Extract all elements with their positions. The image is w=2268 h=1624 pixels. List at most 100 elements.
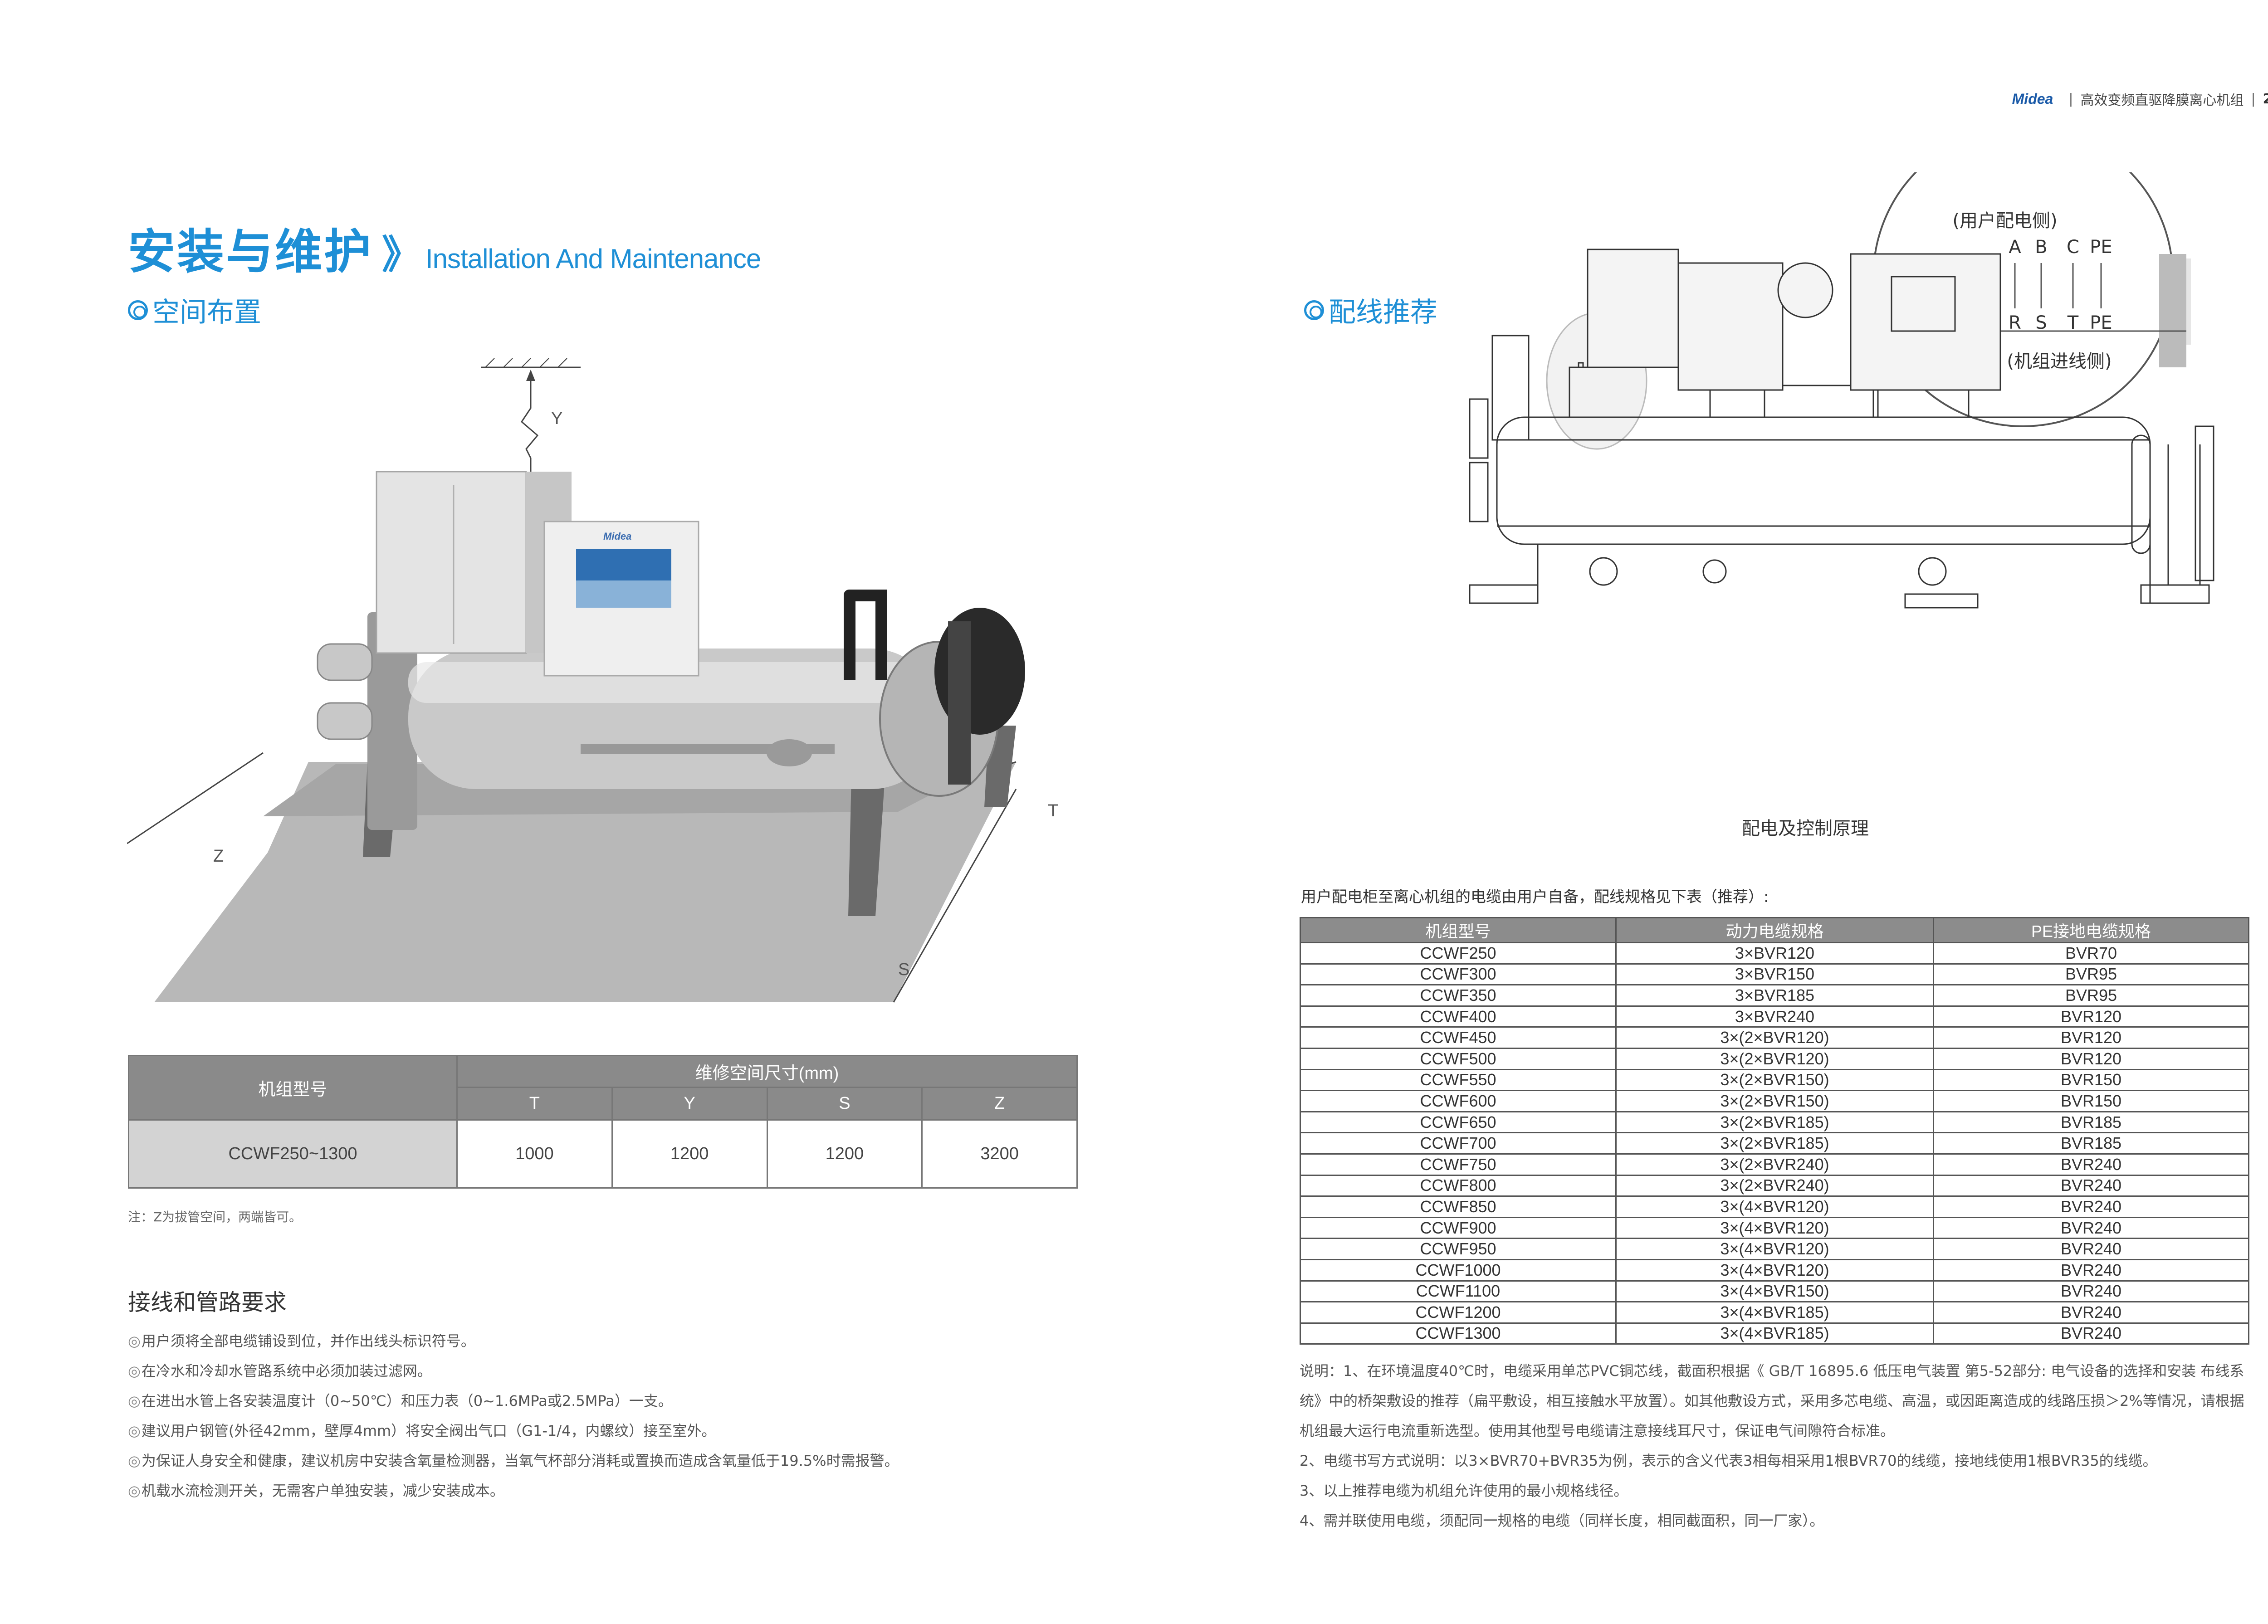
chiller-drawing (1469, 335, 2214, 609)
wiring-notes: 说明：1、在环境温度40℃时，电缆采用单芯PVC铜芯线，截面积根据《 GB/T … (1300, 1356, 2249, 1536)
table-value-z: 3200 (921, 1119, 1078, 1189)
section-title: 空间布置 (152, 297, 261, 328)
note-3: 3、以上推荐电缆为机组允许使用的最小规格线径。 (1300, 1482, 1628, 1499)
zoom-top-caption: (用户配电侧) (1952, 210, 2057, 231)
svg-text:C: C (2067, 237, 2079, 258)
cell-model: CCWF900 (1300, 1216, 1617, 1239)
ceiling-hatch (485, 358, 567, 368)
requirements-title: 接线和管路要求 (128, 1289, 287, 1316)
cell-power: 3×(2×BVR150) (1615, 1068, 1934, 1092)
svg-text:R: R (2009, 312, 2021, 333)
section-bullet-icon (128, 300, 148, 320)
cell-model: CCWF1000 (1300, 1258, 1617, 1282)
cell-pe: BVR240 (1933, 1258, 2249, 1282)
cell-pe: BVR240 (1933, 1238, 2249, 1260)
t-label: T (1048, 801, 1058, 820)
page-title: 安装与维护 》 Installation And Maintenance (128, 213, 761, 282)
svg-text:A: A (2009, 237, 2021, 258)
z-label: Z (213, 847, 224, 866)
cell-power: 3×BVR185 (1615, 984, 1934, 1007)
list-item: 在进出水管上各安装温度计（0~50℃）和压力表（0~1.6MPa或2.5MPa）… (128, 1386, 1126, 1416)
svg-text:Midea: Midea (603, 531, 631, 542)
section-space-layout: 空间布置 (128, 290, 261, 330)
space-table: 机组型号 维修空间尺寸(mm) T Y S Z CCWF250~1300 100… (128, 1055, 1078, 1189)
section-bullet-icon (1304, 300, 1324, 320)
note-2: 2、电缆书写方式说明：以3×BVR70+BVR35为例，表示的含义代表3相每相采… (1300, 1452, 2157, 1469)
cell-pe: BVR95 (1933, 984, 2249, 1007)
section-title: 配线推荐 (1329, 297, 1437, 328)
table-value-y: 1200 (611, 1119, 768, 1189)
cell-power: 3×(4×BVR120) (1615, 1258, 1934, 1282)
requirements-list: 用户须将全部电缆铺设到位，并作出线头标识符号。 在冷水和冷却水管路系统中必须加装… (128, 1326, 1126, 1506)
cell-pe: BVR70 (1933, 942, 2249, 965)
list-item: 在冷水和冷却水管路系统中必须加装过滤网。 (128, 1356, 1126, 1386)
section-wiring: 配线推荐 (1304, 290, 1437, 330)
table-header-z: Z (921, 1087, 1078, 1121)
cell-pe: BVR240 (1933, 1174, 2249, 1197)
cell-pe: BVR240 (1933, 1195, 2249, 1218)
z-dim-line (127, 752, 264, 844)
page-header: Midea | 高效变频直驱降膜离心机组 | 23/24 (2012, 89, 2268, 109)
cell-power: 3×BVR240 (1615, 1005, 1934, 1028)
note-4: 4、需并联使用电缆，须配同一规格的电缆（同样长度，相同截面积，同一厂家）。 (1300, 1512, 1824, 1529)
svg-text:T: T (2067, 312, 2079, 333)
svg-text:S: S (2035, 312, 2047, 333)
table-value-s: 1200 (766, 1119, 923, 1189)
wiring-header-model: 机组型号 (1300, 917, 1617, 943)
cell-model: CCWF950 (1300, 1238, 1617, 1260)
svg-text:PE: PE (2090, 237, 2112, 258)
cell-power: 3×(2×BVR120) (1615, 1047, 1934, 1070)
cell-power: 3×(2×BVR120) (1615, 1026, 1934, 1049)
cell-pe: BVR150 (1933, 1068, 2249, 1092)
cell-model: CCWF450 (1300, 1026, 1617, 1049)
cell-model: CCWF850 (1300, 1195, 1617, 1218)
header-subtitle: 高效变频直驱降膜离心机组 (2080, 93, 2244, 108)
drawing-panel-2 (1677, 262, 1784, 391)
cell-pe: BVR95 (1933, 963, 2249, 986)
cell-model: CCWF350 (1300, 984, 1617, 1007)
table-header-group: 维修空间尺寸(mm) (456, 1055, 1078, 1088)
cell-power: 3×(2×BVR185) (1615, 1111, 1934, 1134)
cell-model: CCWF650 (1300, 1111, 1617, 1134)
cell-pe: BVR120 (1933, 1005, 2249, 1028)
y-label: Y (551, 409, 562, 428)
list-item: 机载水流检测开关，无需客户单独安装，减少安装成本。 (128, 1476, 1126, 1506)
cell-pe: BVR120 (1933, 1047, 2249, 1070)
table-header-model: 机组型号 (128, 1055, 458, 1121)
cell-pe: BVR185 (1933, 1132, 2249, 1155)
list-item: 用户须将全部电缆铺设到位，并作出线头标识符号。 (128, 1326, 1126, 1356)
cell-pe: BVR120 (1933, 1026, 2249, 1049)
s-dim-line (893, 789, 1017, 1003)
space-layout-figure: Z T S Y Midea (127, 358, 1058, 1003)
table-model-cell: CCWF250~1300 (128, 1119, 458, 1189)
cell-pe: BVR150 (1933, 1090, 2249, 1112)
cell-model: CCWF700 (1300, 1132, 1617, 1155)
cell-model: CCWF250 (1300, 942, 1617, 965)
cell-model: CCWF750 (1300, 1153, 1617, 1176)
header-separator: | (2068, 91, 2073, 107)
zoom-bottom-caption: (机组进线侧) (2007, 351, 2112, 372)
list-item: 建议用户钢管(外径42mm，壁厚4mm）将安全阀出气口（G1-1/4，内螺纹）接… (128, 1416, 1126, 1446)
cell-power: 3×(2×BVR185) (1615, 1132, 1934, 1155)
svg-text:B: B (2035, 237, 2047, 258)
cell-pe: BVR240 (1933, 1280, 2249, 1303)
space-note: 注：Z为拔管空间，两端皆可。 (128, 1209, 302, 1224)
cell-power: 3×(4×BVR120) (1615, 1216, 1934, 1239)
s-label: S (898, 960, 909, 979)
wiring-header-pe: PE接地电缆规格 (1933, 917, 2249, 943)
cell-pe: BVR240 (1933, 1216, 2249, 1239)
title-cn: 安装与维护 (128, 224, 373, 279)
wiring-figure: (用户配电侧) A B C PE R S T PE (机组进线侧) (1469, 172, 2214, 839)
